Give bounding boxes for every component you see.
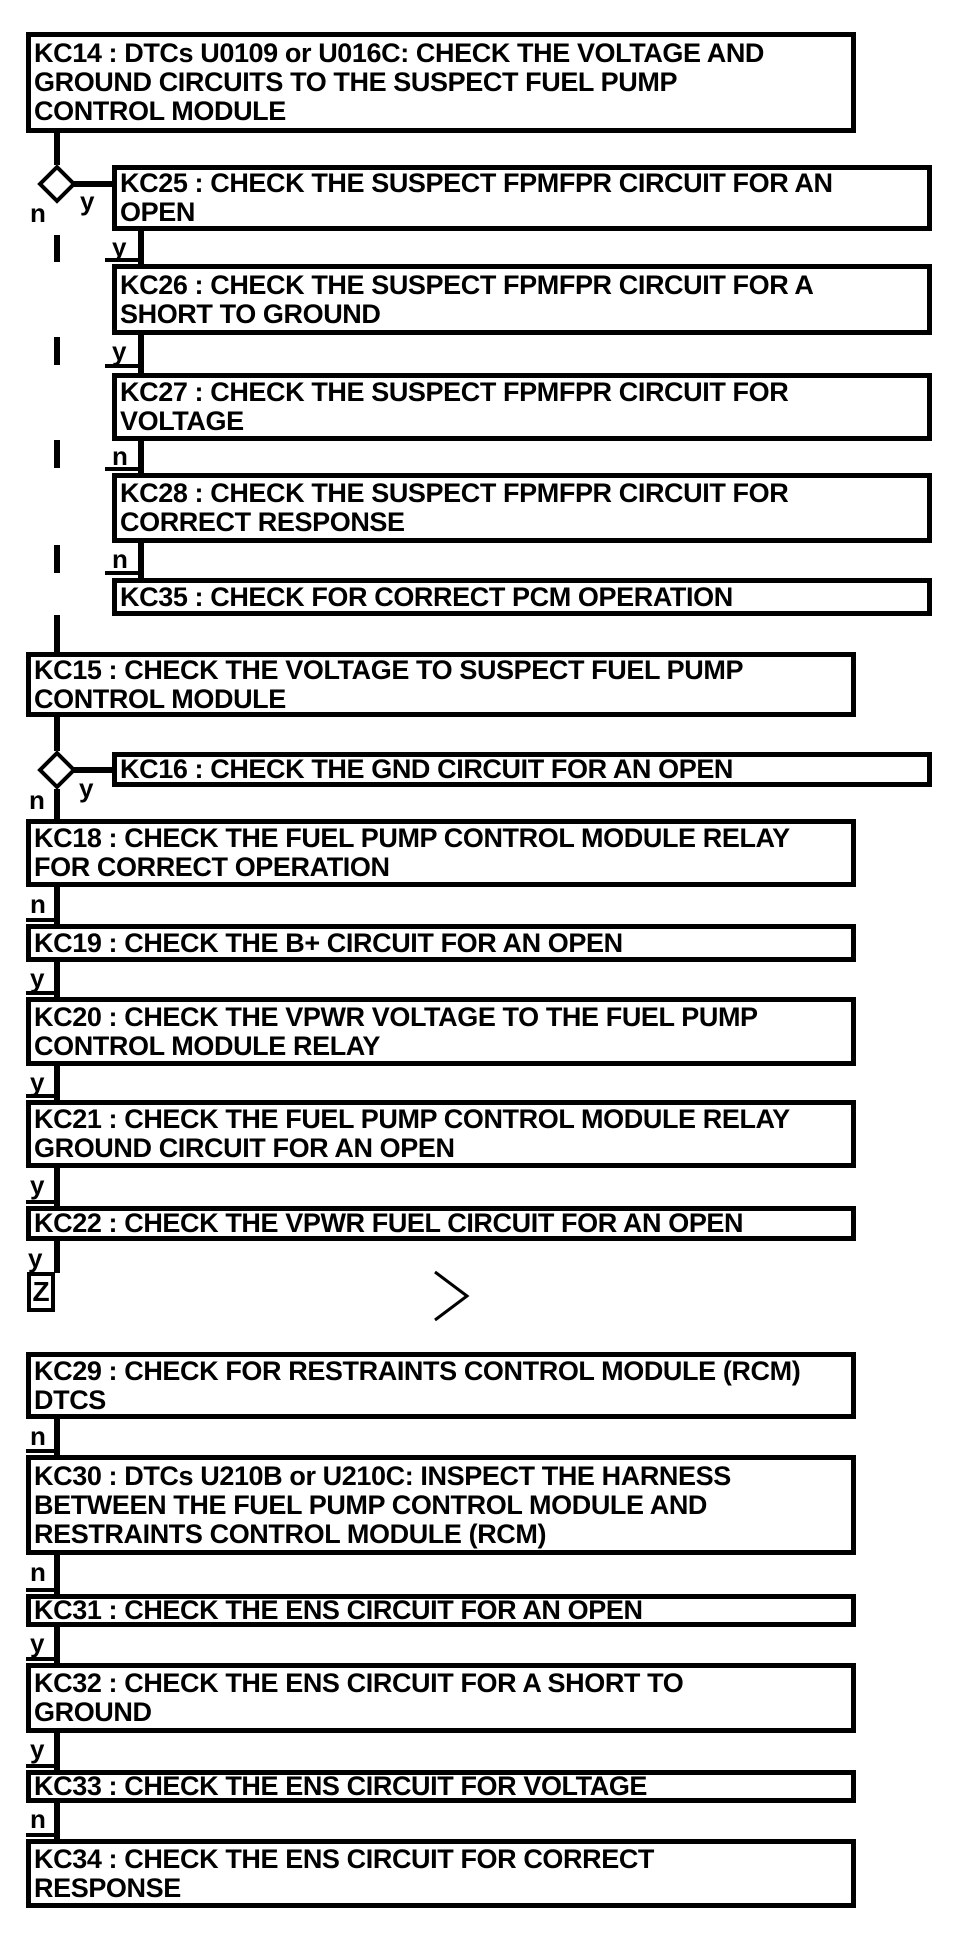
- connector-line: [138, 231, 144, 264]
- step-box-kc25: KC25 : CHECK THE SUSPECT FPMFPR CIRCUIT …: [112, 165, 932, 231]
- label-divider-line: [26, 1833, 60, 1837]
- step-box-kc14: KC14 : DTCs U0109 or U016C: CHECK THE VO…: [26, 32, 856, 133]
- edge-label-yes: y: [79, 773, 94, 803]
- label-divider-line: [105, 467, 144, 471]
- connector-line: [138, 335, 144, 373]
- dashed-connector-segment: [54, 337, 60, 365]
- connector-line: [54, 1555, 60, 1594]
- edge-label: y: [30, 1170, 45, 1200]
- edge-label: y: [30, 963, 45, 993]
- dashed-connector-segment: [54, 615, 60, 652]
- step-box-kc22: KC22 : CHECK THE VPWR FUEL CIRCUIT FOR A…: [26, 1206, 856, 1241]
- column-break-chevron-icon: [434, 1270, 470, 1322]
- connector-line: [138, 543, 144, 578]
- connector-line: [74, 181, 112, 187]
- step-box-kc20: KC20 : CHECK THE VPWR VOLTAGE TO THE FUE…: [26, 997, 856, 1066]
- step-box-kc30: KC30 : DTCs U210B or U210C: INSPECT THE …: [26, 1455, 856, 1555]
- label-divider-line: [26, 1764, 60, 1768]
- edge-label: n: [30, 1804, 46, 1834]
- step-box-kc26: KC26 : CHECK THE SUSPECT FPMFPR CIRCUIT …: [112, 264, 932, 335]
- connector-line: [74, 767, 112, 773]
- edge-label: y: [30, 1067, 45, 1097]
- connector-line: [138, 441, 144, 473]
- step-box-kc35: KC35 : CHECK FOR CORRECT PCM OPERATION: [112, 578, 932, 616]
- connector-line: [54, 1803, 60, 1839]
- connector-line: [54, 1627, 60, 1663]
- step-box-kc19: KC19 : CHECK THE B+ CIRCUIT FOR AN OPEN: [26, 924, 856, 962]
- edge-label-no: n: [30, 198, 46, 228]
- step-box-kc32: KC32 : CHECK THE ENS CIRCUIT FOR A SHORT…: [26, 1663, 856, 1733]
- connector-line: [54, 133, 60, 165]
- connector-line: [54, 789, 60, 820]
- label-divider-line: [26, 1449, 60, 1453]
- edge-label-no: n: [29, 785, 45, 815]
- step-box-kc27: KC27 : CHECK THE SUSPECT FPMFPR CIRCUIT …: [112, 373, 932, 441]
- step-box-kc15: KC15 : CHECK THE VOLTAGE TO SUSPECT FUEL…: [26, 652, 856, 717]
- label-divider-line: [105, 258, 144, 262]
- label-divider-line: [26, 1094, 60, 1098]
- step-box-kc21: KC21 : CHECK THE FUEL PUMP CONTROL MODUL…: [26, 1100, 856, 1168]
- step-box-kc16: KC16 : CHECK THE GND CIRCUIT FOR AN OPEN: [112, 752, 932, 787]
- connector-line: [54, 962, 60, 997]
- step-box-kc34: KC34 : CHECK THE ENS CIRCUIT FOR CORRECT…: [26, 1839, 856, 1908]
- label-divider-line: [105, 364, 144, 368]
- edge-label: n: [112, 441, 128, 471]
- label-divider-line: [26, 918, 60, 922]
- connector-line: [54, 1241, 60, 1273]
- decision-diamond-2: [37, 750, 77, 790]
- connector-line: [54, 1066, 60, 1100]
- edge-label: n: [112, 544, 128, 574]
- label-divider-line: [105, 571, 144, 575]
- step-box-kc31: KC31 : CHECK THE ENS CIRCUIT FOR AN OPEN: [26, 1594, 856, 1627]
- edge-label: y: [30, 1734, 45, 1764]
- dashed-connector-segment: [54, 440, 60, 468]
- connector-line: [54, 717, 60, 751]
- edge-label: y: [112, 336, 127, 366]
- connector-line: [54, 887, 60, 924]
- label-divider-line: [26, 1200, 60, 1204]
- step-box-kc28: KC28 : CHECK THE SUSPECT FPMFPR CIRCUIT …: [112, 473, 932, 543]
- dashed-connector-segment: [54, 545, 60, 573]
- connector-line: [54, 1733, 60, 1770]
- label-divider-line: [26, 1657, 60, 1661]
- step-box-kc33: KC33 : CHECK THE ENS CIRCUIT FOR VOLTAGE: [26, 1770, 856, 1803]
- connector-line: [54, 1168, 60, 1206]
- edge-label: n: [30, 1421, 46, 1451]
- label-divider-line: [26, 991, 60, 995]
- edge-label: y: [112, 232, 127, 262]
- offpage-connector-z: Z: [27, 1272, 55, 1312]
- edge-label: y: [28, 1243, 43, 1273]
- edge-label: y: [30, 1628, 45, 1658]
- dashed-connector-segment: [54, 235, 60, 262]
- label-divider-line: [26, 1588, 60, 1592]
- edge-label: n: [30, 889, 46, 919]
- edge-label-yes: y: [80, 186, 95, 216]
- edge-label: n: [30, 1557, 46, 1587]
- connector-line: [54, 1419, 60, 1455]
- step-box-kc29: KC29 : CHECK FOR RESTRAINTS CONTROL MODU…: [26, 1352, 856, 1419]
- step-box-kc18: KC18 : CHECK THE FUEL PUMP CONTROL MODUL…: [26, 819, 856, 887]
